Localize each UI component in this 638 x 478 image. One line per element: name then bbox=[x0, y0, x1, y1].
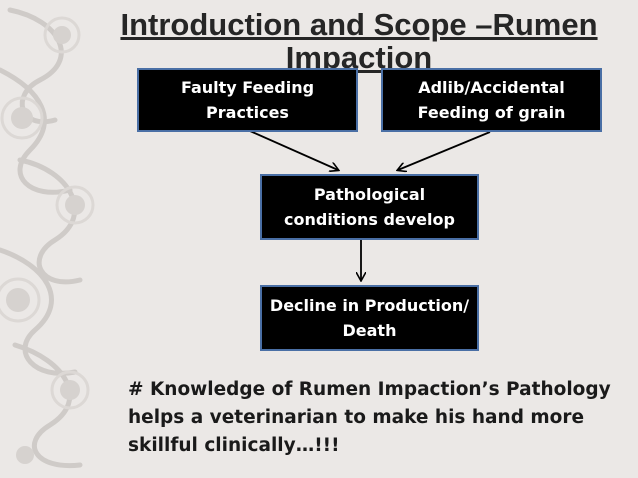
box-pathological-conditions: Pathological conditions develop bbox=[260, 174, 479, 240]
box-decline-death: Decline in Production/ Death bbox=[260, 285, 479, 351]
box-pathological-label: Pathological conditions develop bbox=[284, 185, 455, 229]
decorative-scroll-ornament bbox=[0, 7, 95, 469]
box-faulty-feeding-label: Faulty Feeding Practices bbox=[180, 78, 315, 122]
arrow-faulty-to-pathological bbox=[249, 130, 338, 170]
slide-title: Introduction and Scope –Rumen Impaction bbox=[120, 7, 598, 75]
box-faulty-feeding: Faulty Feeding Practices bbox=[137, 68, 358, 132]
knowledge-note: # Knowledge of Rumen Impaction’s Patholo… bbox=[128, 379, 611, 456]
box-decline-label: Decline in Production/ Death bbox=[269, 296, 470, 340]
box-adlib-feeding: Adlib/Accidental Feeding of grain bbox=[381, 68, 602, 132]
arrow-adlib-to-pathological bbox=[398, 131, 491, 170]
box-adlib-feeding-label: Adlib/Accidental Feeding of grain bbox=[417, 78, 566, 122]
